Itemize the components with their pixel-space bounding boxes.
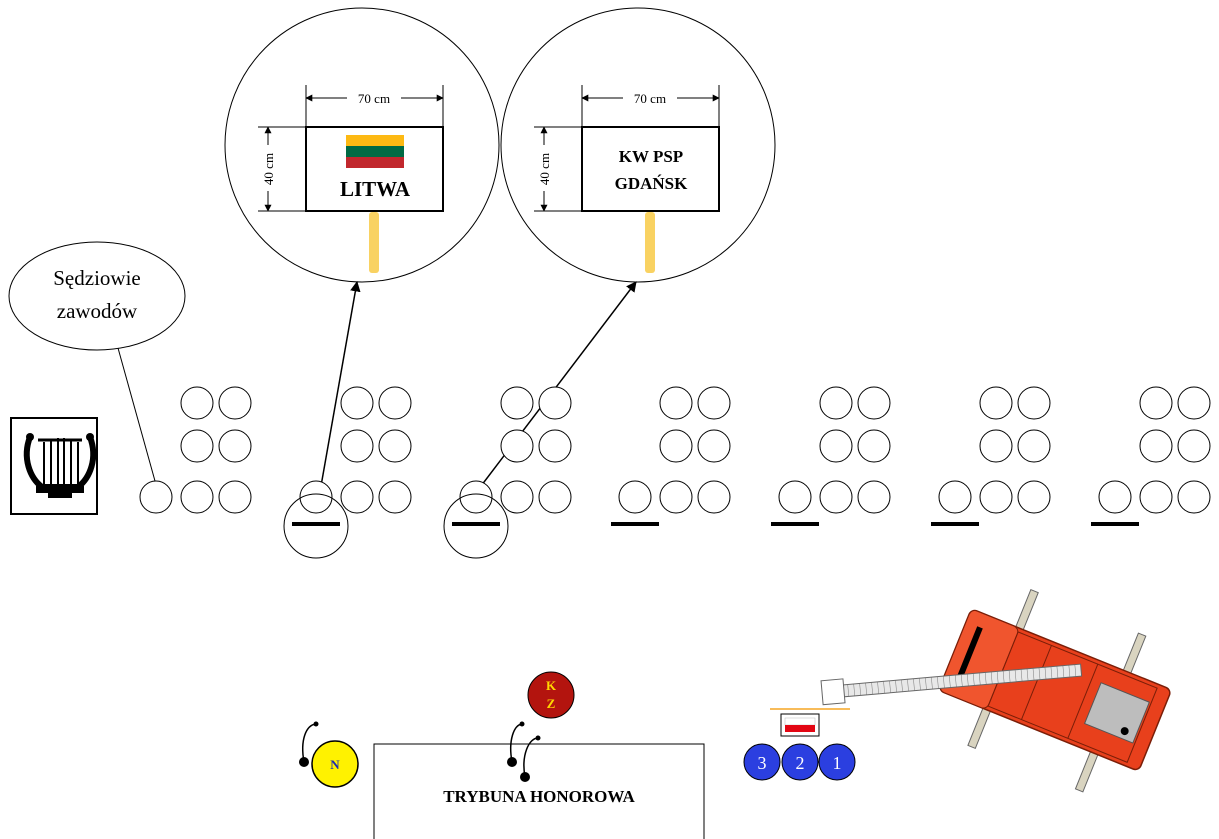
firefighter-position xyxy=(1139,429,1173,463)
n-marker: N xyxy=(299,721,359,788)
firefighter-position xyxy=(340,480,374,514)
firefighter-position xyxy=(1017,480,1051,514)
kz-letter-z: Z xyxy=(547,696,556,711)
n-letter: N xyxy=(330,757,340,772)
width-label: 70 cm xyxy=(358,91,390,106)
sign-pole xyxy=(369,212,379,273)
firefighter-position xyxy=(1017,386,1051,420)
firefighter-position xyxy=(659,480,693,514)
firefighter-position xyxy=(299,480,333,514)
team-formation xyxy=(1091,386,1211,526)
firefighter-position xyxy=(180,429,214,463)
kz-letter-k: K xyxy=(546,678,557,693)
firefighter-position xyxy=(500,480,534,514)
highlight-circle xyxy=(283,493,349,559)
team-formation xyxy=(139,386,252,514)
flag-of-poland-icon xyxy=(770,708,850,737)
microphone-icon xyxy=(520,772,530,782)
firefighter-position xyxy=(938,480,972,514)
flag-stripe-green xyxy=(346,146,404,157)
callout-litwa: 70 cm 40 cm LITWA xyxy=(224,7,500,283)
firefighter-position xyxy=(857,480,891,514)
firefighter-position xyxy=(378,429,412,463)
firefighter-position xyxy=(659,386,693,420)
bubble-text-line2: zawodów xyxy=(57,299,138,323)
firefighter-position xyxy=(1177,480,1211,514)
firefighter-position xyxy=(538,429,572,463)
microphone-icon xyxy=(507,757,517,767)
firefighter-position xyxy=(378,480,412,514)
height-label: 40 cm xyxy=(537,153,552,185)
firefighter-position xyxy=(340,386,374,420)
position-label: 2 xyxy=(796,753,805,773)
firefighter-position xyxy=(538,386,572,420)
firefighter-position xyxy=(459,480,493,514)
callout-gdansk: 70 cm 40 cm KW PSP GDAŃSK xyxy=(500,7,776,283)
flag-stripe-yellow xyxy=(346,135,404,146)
tribune: TRYBUNA HONOROWA xyxy=(373,721,705,839)
firefighter-position xyxy=(1177,386,1211,420)
firefighter-position xyxy=(819,386,853,420)
sign-text: LITWA xyxy=(340,177,411,201)
firefighter-position xyxy=(500,386,534,420)
flag-stripe-red xyxy=(346,157,404,168)
firefighter-position xyxy=(378,386,412,420)
position-label: 3 xyxy=(758,753,767,773)
firefighter-position xyxy=(538,480,572,514)
firefighter-position xyxy=(1177,429,1211,463)
judges-bubble: Sędziowie zawodów xyxy=(8,241,186,482)
firefighter-position xyxy=(1139,386,1173,420)
team-sign xyxy=(581,126,720,212)
firefighter-position xyxy=(218,386,252,420)
sign-pole xyxy=(645,212,655,273)
firefighter-position xyxy=(659,429,693,463)
team-formation xyxy=(931,386,1051,526)
bubble-ellipse xyxy=(8,241,186,351)
team-formation xyxy=(771,386,891,526)
firefighter-position xyxy=(500,429,534,463)
firefighter-position xyxy=(778,480,812,514)
firefighter-position xyxy=(139,480,173,514)
firefighter-position xyxy=(218,480,252,514)
firefighter-position xyxy=(180,480,214,514)
width-label: 70 cm xyxy=(634,91,666,106)
firefighter-position xyxy=(819,429,853,463)
firefighter-position xyxy=(618,480,652,514)
tribune-box xyxy=(373,743,705,839)
team-formation xyxy=(611,386,731,526)
firefighter-position xyxy=(697,429,731,463)
firefighter-position xyxy=(1098,480,1132,514)
firefighter-position xyxy=(979,386,1013,420)
firefighter-position xyxy=(979,480,1013,514)
firefighter-position xyxy=(979,429,1013,463)
microphone-icon xyxy=(299,757,309,767)
fire-truck-icon xyxy=(820,588,1171,793)
position-markers: 3 2 1 xyxy=(743,743,856,781)
bubble-leader-line xyxy=(117,347,156,482)
sign-text-line2: GDAŃSK xyxy=(615,174,689,193)
firefighter-position xyxy=(857,386,891,420)
firefighter-position xyxy=(697,386,731,420)
team-formation xyxy=(443,386,572,559)
height-label: 40 cm xyxy=(261,153,276,185)
tribune-label: TRYBUNA HONOROWA xyxy=(443,787,635,806)
bubble-text-line1: Sędziowie xyxy=(53,266,140,290)
firefighter-position xyxy=(819,480,853,514)
firefighter-position xyxy=(340,429,374,463)
firefighter-position xyxy=(1139,480,1173,514)
team-formation xyxy=(283,386,412,559)
team-formations xyxy=(139,386,1211,559)
position-label: 1 xyxy=(833,753,842,773)
firefighter-position xyxy=(180,386,214,420)
firefighter-position xyxy=(697,480,731,514)
sign-text-line1: KW PSP xyxy=(619,147,683,166)
pointer-arrow xyxy=(320,280,361,487)
lyre-icon xyxy=(10,417,98,515)
firefighter-position xyxy=(857,429,891,463)
firefighter-position xyxy=(218,429,252,463)
firefighter-position xyxy=(1017,429,1051,463)
highlight-circle xyxy=(443,493,509,559)
kz-marker: K Z xyxy=(527,671,575,719)
